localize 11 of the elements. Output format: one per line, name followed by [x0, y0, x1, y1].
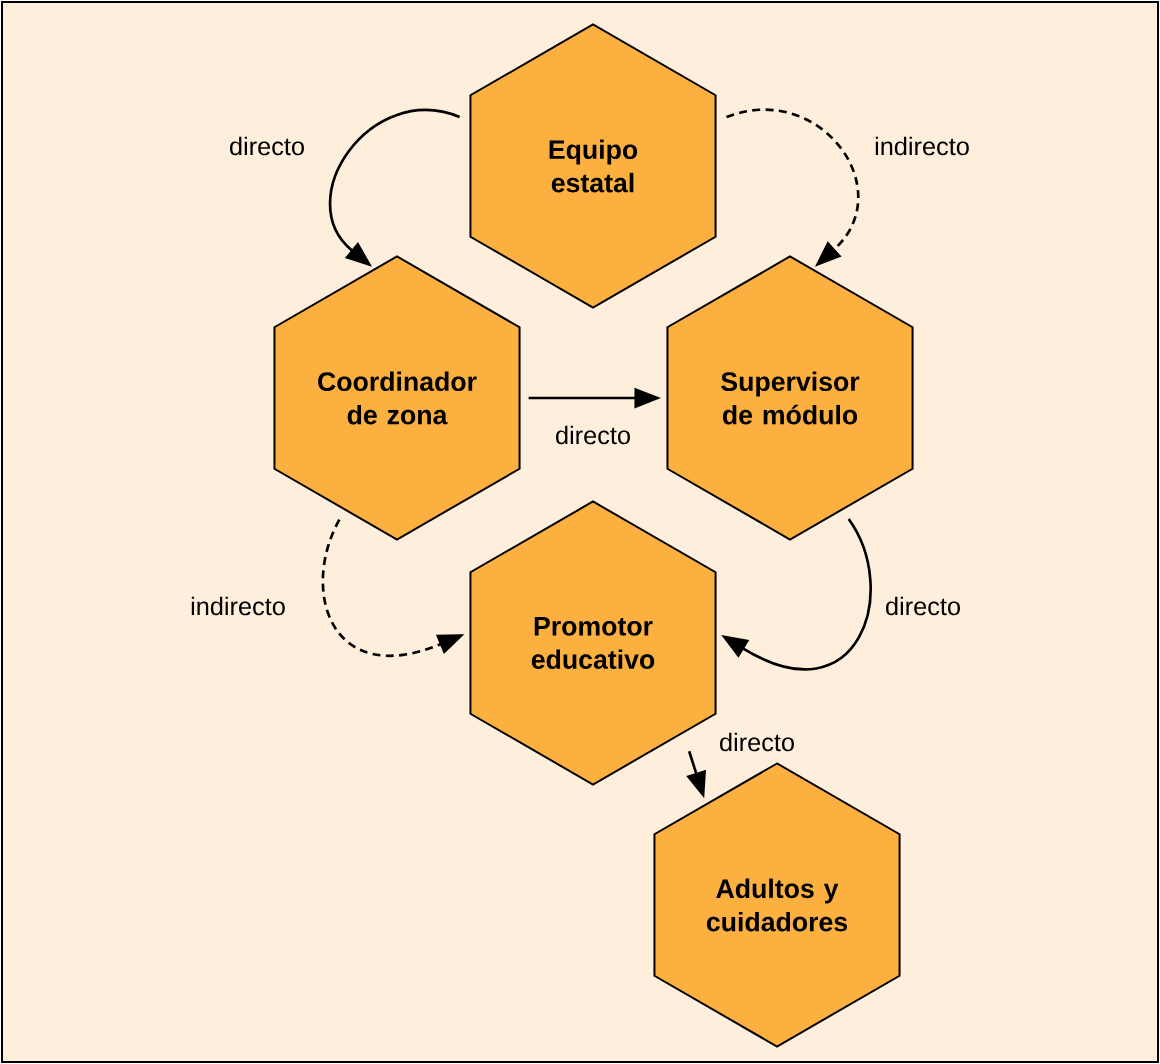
edge-label: indirecto — [875, 136, 969, 156]
hexagon: Equipo estatal — [469, 23, 717, 309]
edge-label: indirecto — [191, 596, 285, 616]
edge-label: directo — [556, 425, 630, 445]
edge-label: directo — [230, 136, 304, 156]
edge-label: directo — [886, 596, 960, 616]
hexagon: Promotor educativo — [469, 500, 717, 786]
hexagon: Adultos y cuidadores — [653, 762, 901, 1048]
hexagon: Supervisor de módulo — [666, 255, 914, 541]
hexagon: Coordinador de zona — [273, 255, 521, 541]
edge-label: directo — [720, 732, 794, 752]
